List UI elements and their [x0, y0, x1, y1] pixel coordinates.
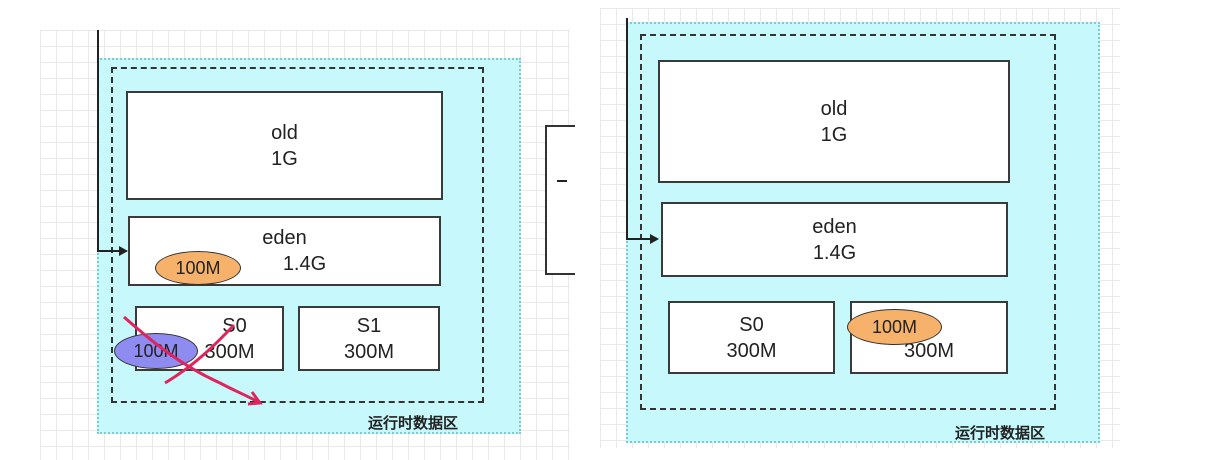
s1-size: 300M	[343, 340, 395, 363]
s1-object-label: 100M	[871, 316, 918, 337]
heap-boundary	[640, 34, 1056, 410]
old-generation-box: old 1G	[658, 60, 1010, 183]
eden-label: eden	[812, 215, 857, 238]
s0-size: 300M	[204, 340, 255, 363]
partial-box-mark	[557, 180, 567, 182]
old-size: 1G	[271, 147, 298, 170]
s1-label: S1	[356, 314, 382, 337]
connector-line	[626, 18, 628, 240]
partial-box	[545, 125, 575, 275]
heap-boundary	[111, 67, 484, 403]
connector-line	[626, 238, 652, 240]
eden-object-label: 100M	[175, 257, 221, 278]
eden-object: 100M	[155, 251, 241, 285]
s0-size: 300M	[726, 339, 777, 362]
s1-object: 100M	[847, 309, 942, 345]
arrow-head	[119, 246, 128, 256]
eden-label: eden	[262, 227, 307, 249]
s1-size: 300M	[903, 339, 955, 362]
eden-size: 1.4G	[812, 241, 857, 264]
s0-box: S0 300M	[668, 301, 835, 374]
connector-line	[97, 30, 99, 252]
arrow-head	[650, 234, 659, 244]
s0-object-label: 100M	[133, 340, 179, 361]
cross-out-mark	[123, 315, 263, 406]
eden-box: eden 1.4G	[661, 202, 1008, 277]
old-generation-box: old 1G	[126, 91, 443, 200]
old-label: old	[820, 97, 848, 120]
old-label: old	[271, 121, 298, 144]
runtime-data-area-label: 运行时数据区	[368, 415, 459, 432]
old-size: 1G	[820, 123, 848, 146]
connector-line	[97, 250, 121, 252]
runtime-data-area-label: 运行时数据区	[955, 425, 1046, 442]
eden-size: 1.4G	[282, 253, 327, 275]
s0-label: S0	[739, 313, 764, 336]
s1-box: S1 300M	[298, 306, 440, 371]
